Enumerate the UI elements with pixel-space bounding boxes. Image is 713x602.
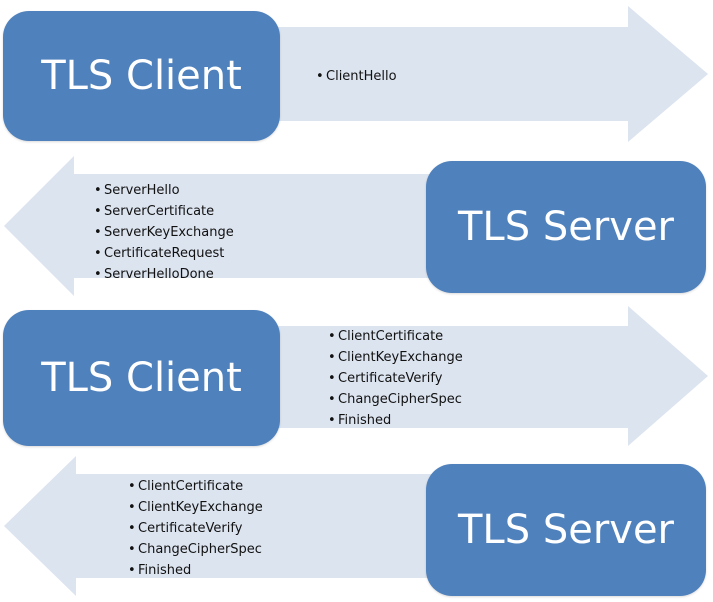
list-item: ServerHelloDone (94, 264, 234, 285)
handshake-step-4: TLS Server ClientCertificate ClientKeyEx… (0, 452, 713, 602)
tls-server-label: TLS Server (458, 507, 674, 553)
tls-client-label: TLS Client (41, 355, 242, 401)
list-item: ClientHello (316, 66, 397, 87)
list-item: ClientKeyExchange (328, 347, 463, 368)
handshake-step-1: TLS Client ClientHello (0, 0, 713, 150)
list-item: Finished (328, 410, 463, 431)
list-item: ServerKeyExchange (94, 222, 234, 243)
tls-server-box: TLS Server (426, 464, 706, 596)
handshake-step-2: TLS Server ServerHello ServerCertificate… (0, 150, 713, 302)
list-item: ClientCertificate (328, 326, 463, 347)
list-item: ChangeCipherSpec (328, 389, 463, 410)
tls-client-label: TLS Client (41, 53, 242, 99)
list-item: ClientKeyExchange (128, 497, 263, 518)
tls-client-box: TLS Client (3, 310, 280, 446)
list-item: CertificateRequest (94, 243, 234, 264)
handshake-step-3: TLS Client ClientCertificate ClientKeyEx… (0, 302, 713, 452)
tls-client-box: TLS Client (3, 11, 280, 141)
list-item: ChangeCipherSpec (128, 539, 263, 560)
tls-server-label: TLS Server (458, 204, 674, 250)
list-item: CertificateVerify (328, 368, 463, 389)
message-list: ClientCertificate ClientKeyExchange Cert… (328, 326, 463, 431)
tls-server-box: TLS Server (426, 161, 706, 293)
list-item: ServerHello (94, 180, 234, 201)
message-list: ServerHello ServerCertificate ServerKeyE… (94, 180, 234, 285)
list-item: CertificateVerify (128, 518, 263, 539)
list-item: ServerCertificate (94, 201, 234, 222)
right-arrow-shape (268, 6, 708, 142)
list-item: ClientCertificate (128, 476, 263, 497)
message-list: ClientCertificate ClientKeyExchange Cert… (128, 476, 263, 581)
list-item: Finished (128, 560, 263, 581)
message-list: ClientHello (316, 66, 397, 87)
